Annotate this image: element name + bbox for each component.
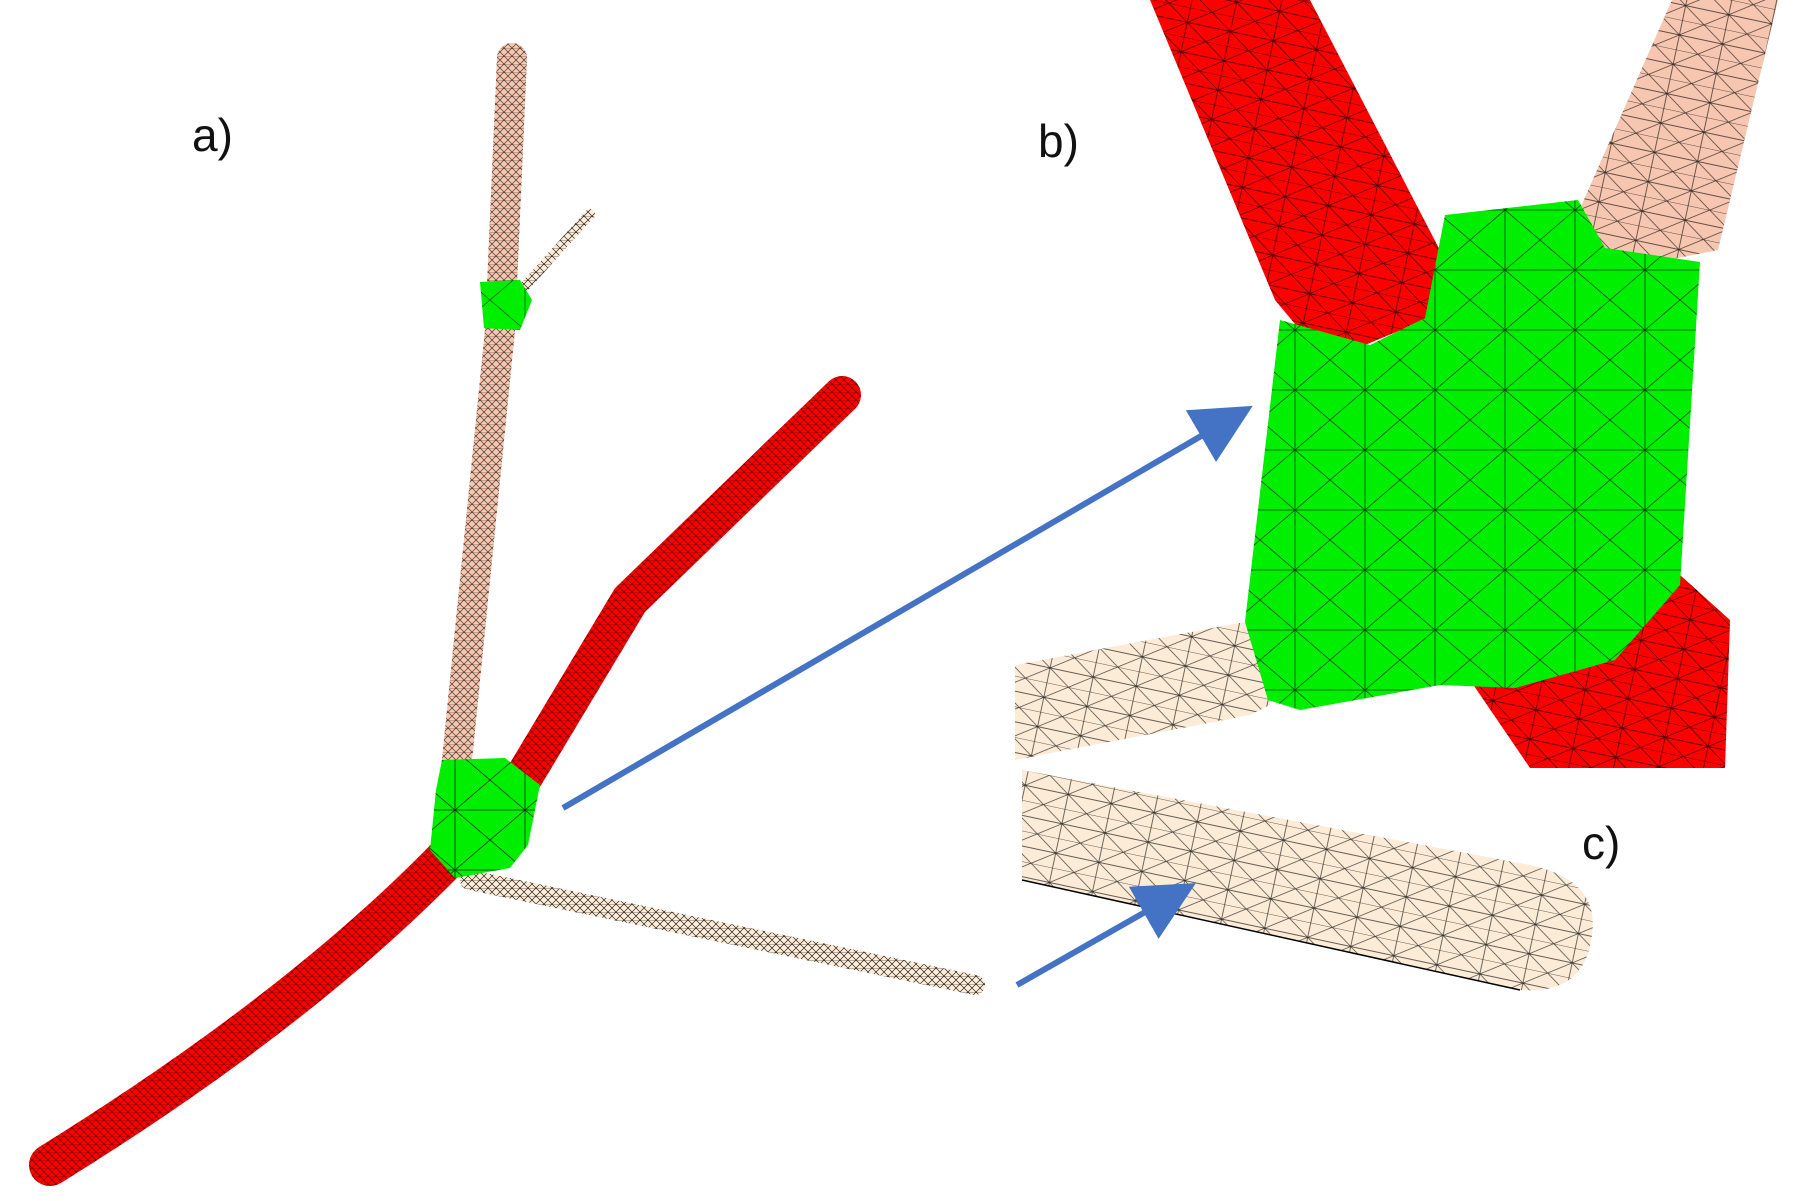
arrow-branch-to-c xyxy=(1015,883,1196,988)
red-tube-b-lower xyxy=(1470,575,1730,768)
green-junction-main xyxy=(430,758,540,878)
panel-label-b: b) xyxy=(1038,115,1079,167)
panel-label-c: c) xyxy=(1582,817,1621,869)
pink-stem-upper xyxy=(440,43,527,795)
green-junction-b xyxy=(1245,200,1700,710)
red-branch-lower-left xyxy=(29,834,471,1186)
pink-tube-b-upper xyxy=(1575,0,1778,262)
arrow-junction-to-b xyxy=(561,405,1253,811)
red-tube-b-upper xyxy=(1130,0,1445,345)
panel-label-a: a) xyxy=(192,109,233,161)
cream-branch-right xyxy=(460,870,985,995)
panel-a-mesh-tree xyxy=(29,43,985,1186)
cream-tube-b-left xyxy=(1015,622,1270,760)
green-junction-small xyxy=(480,280,532,330)
panel-b-junction-closeup xyxy=(1015,0,1778,768)
red-branch-upper-right xyxy=(461,376,861,869)
panel-c-tube-closeup xyxy=(1021,770,1593,991)
